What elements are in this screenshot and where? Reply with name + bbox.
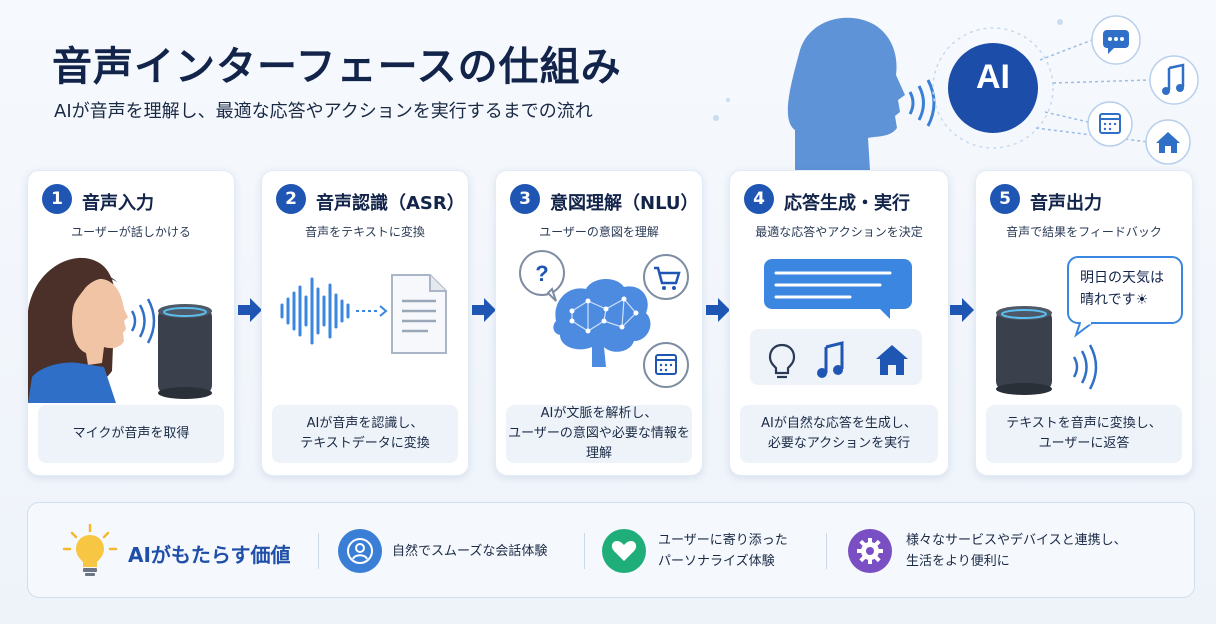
- step-title: 音声認識（ASR）: [316, 193, 465, 214]
- step-title: 音声入力: [82, 193, 154, 214]
- svg-text:?: ?: [535, 261, 548, 286]
- step-description: ユーザーの意図を理解: [539, 225, 659, 239]
- step-number: 1: [42, 184, 72, 214]
- step-number: 3: [510, 184, 540, 214]
- step-title: 応答生成・実行: [784, 193, 910, 214]
- value-bar: AIがもたらす価値 自然でスムーズな会話体験 ユーザーに寄り添った パーソナライ…: [27, 502, 1195, 598]
- value-item-text: ユーザーに寄り添った パーソナライズ体験: [658, 533, 788, 569]
- page-subtitle: AIが音声を理解し、最適な応答やアクションを実行するまでの流れ: [54, 101, 593, 122]
- step-description: 最適な応答やアクションを決定: [755, 225, 923, 239]
- divider: [318, 533, 319, 569]
- step-description: 音声で結果をフィードバック: [1006, 225, 1162, 239]
- step-card-asr: 2 音声認識（ASR） 音声をテキストに変換 AIが音声を認識し、 テキストデー…: [261, 170, 469, 476]
- head-silhouette: [787, 17, 905, 170]
- flow-arrow-icon: [238, 298, 262, 322]
- step-footer: テキストを音声に変換し、 ユーザーに返答: [986, 405, 1182, 463]
- step-footer: マイクが音声を取得: [38, 405, 224, 463]
- ai-circle: [948, 43, 1038, 133]
- value-item-text: 自然でスムーズな会話体験: [392, 544, 548, 559]
- step-number: 5: [990, 184, 1020, 214]
- speech-bubble-text: 明日の天気は 晴れです☀: [1080, 270, 1164, 308]
- gear-icon: [848, 529, 892, 573]
- lightbulb-icon: [62, 523, 118, 576]
- step-description: 音声をテキストに変換: [305, 225, 425, 239]
- flow-arrow-icon: [706, 298, 730, 322]
- step-title: 意図理解（NLU）: [550, 193, 699, 214]
- step-card-voice-output: 明日の天気は 晴れです☀ 5 音声出力 音声で結果をフィードバック テキストを音…: [975, 170, 1193, 476]
- page-title: 音声インターフェースの仕組み: [52, 44, 622, 90]
- step-footer: AIが自然な応答を生成し、 必要なアクションを実行: [740, 405, 938, 463]
- step-card-voice-input: 1 音声入力 ユーザーが話しかける マイクが音声を取得: [27, 170, 235, 476]
- step-card-response: 4 応答生成・実行 最適な応答やアクションを決定 AIが自然な応答を生成し、 必…: [729, 170, 949, 476]
- step-number: 4: [744, 184, 774, 214]
- flow-arrow-icon: [472, 298, 496, 322]
- hero-illustration: AI: [700, 0, 1216, 170]
- flow-arrow-icon: [950, 298, 974, 322]
- user-icon: [338, 529, 382, 573]
- value-item-text: 様々なサービスやデバイスと連携し、 生活をより便利に: [906, 533, 1127, 569]
- step-footer: AIが文脈を解析し、 ユーザーの意図や必要な情報を理解: [506, 405, 692, 463]
- divider: [826, 533, 827, 569]
- value-title: AIがもたらす価値: [128, 543, 291, 567]
- ai-label: AI: [976, 58, 1010, 96]
- heart-icon: [602, 529, 646, 573]
- step-description: ユーザーが話しかける: [71, 225, 191, 239]
- step-number: 2: [276, 184, 306, 214]
- step-card-nlu: ? 3 意図理解（NLU） ユーザーの意図を理解 AIが文脈を解析し、 ユーザー…: [495, 170, 703, 476]
- step-title: 音声出力: [1030, 193, 1102, 214]
- divider: [584, 533, 585, 569]
- step-footer: AIが音声を認識し、 テキストデータに変換: [272, 405, 458, 463]
